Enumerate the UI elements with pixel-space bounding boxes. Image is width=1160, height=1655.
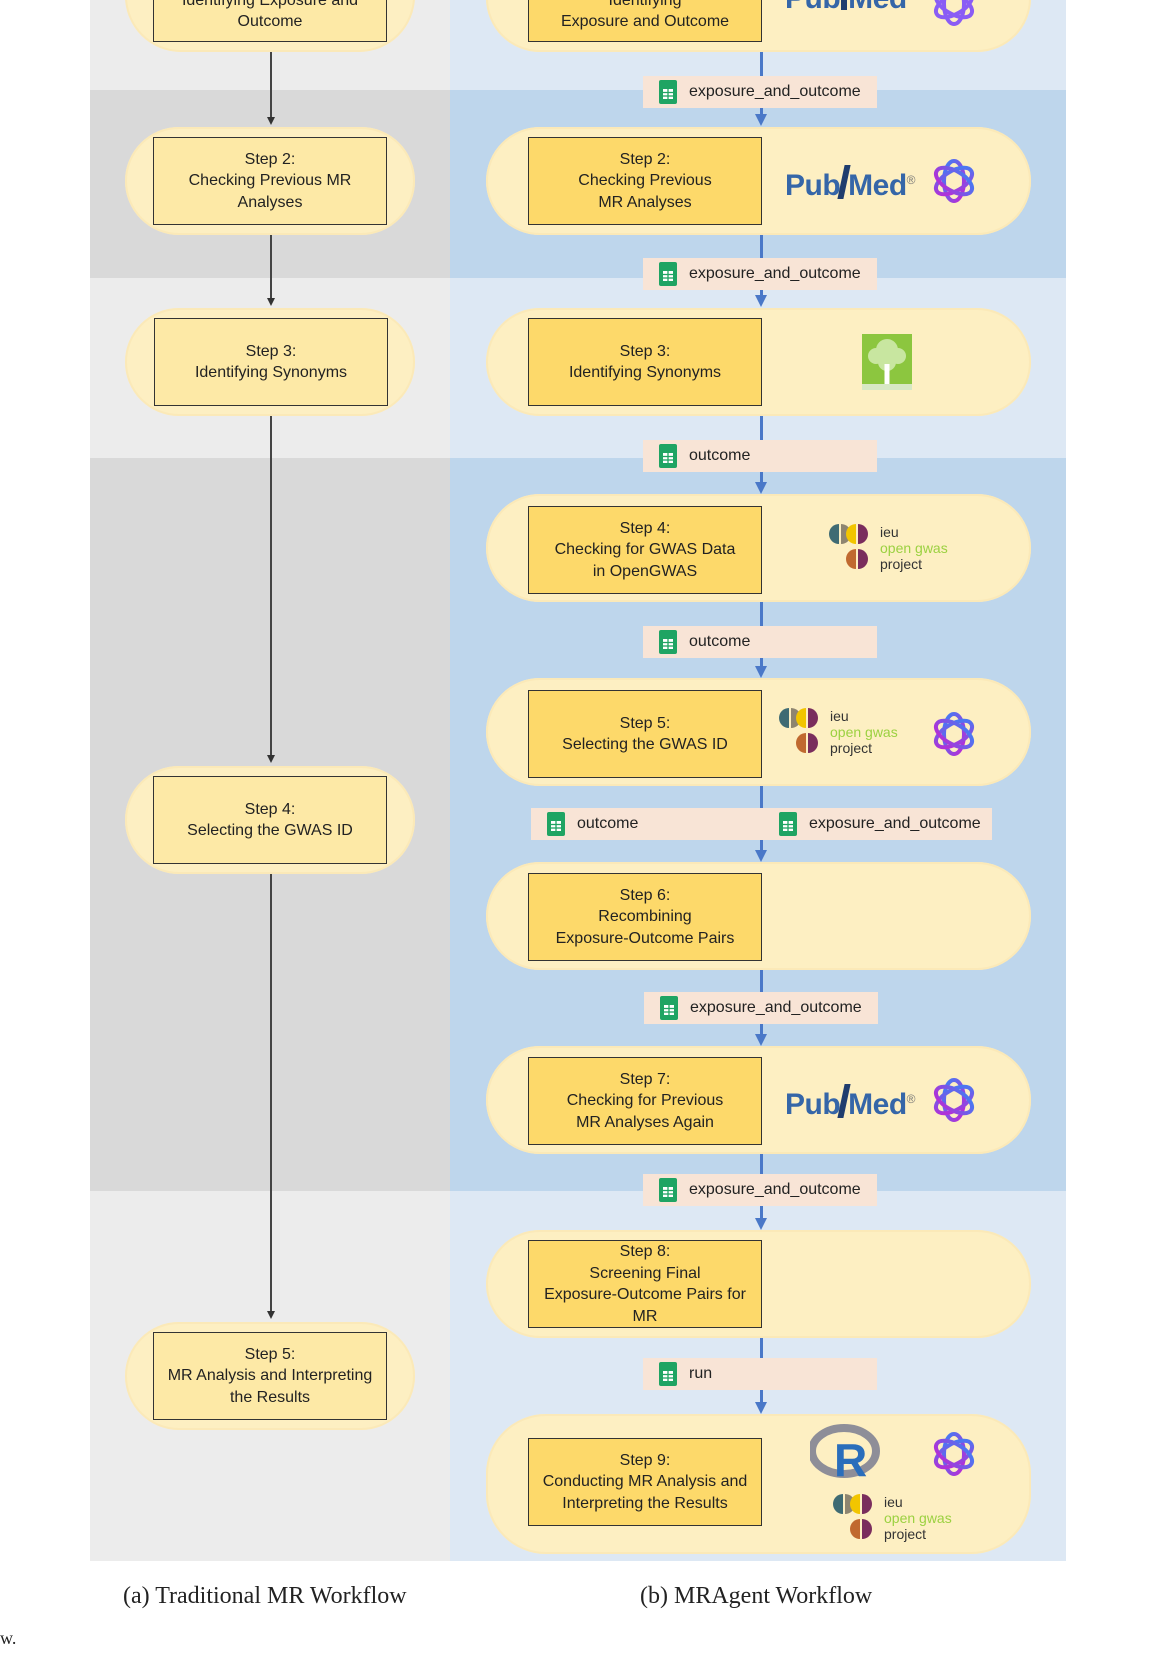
spreadsheet-icon bbox=[659, 1178, 677, 1202]
spreadsheet-icon bbox=[659, 630, 677, 654]
left-step-2-box: Step 2: Checking Previous MR Analyses bbox=[153, 137, 387, 225]
right-arrow-8-head bbox=[755, 1402, 767, 1414]
data-chip-9: run bbox=[643, 1358, 877, 1390]
left-arrow-1-head bbox=[267, 117, 275, 125]
data-chip-5: outcome bbox=[531, 808, 763, 840]
left-arrow-2-line bbox=[270, 235, 272, 299]
spreadsheet-icon bbox=[659, 80, 677, 104]
chip-label: outcome bbox=[577, 815, 639, 832]
right-step-9-box: Step 9: Conducting MR Analysis and Inter… bbox=[528, 1438, 762, 1526]
chip-label: outcome bbox=[689, 633, 751, 650]
tree-book-icon bbox=[862, 334, 912, 390]
right-arrow-2-head bbox=[755, 295, 767, 307]
right-arrow-7-head bbox=[755, 1218, 767, 1230]
ieu-opengwas-logo-icon bbox=[779, 708, 818, 753]
data-chip-6: exposure_and_outcome bbox=[763, 808, 992, 840]
data-chip-3: outcome bbox=[643, 440, 877, 472]
data-chip-1: exposure_and_outcome bbox=[643, 76, 877, 108]
left-arrow-1-line bbox=[270, 52, 272, 118]
left-arrow-3-head bbox=[267, 755, 275, 763]
spreadsheet-icon bbox=[547, 812, 565, 836]
right-step-3-box: Step 3: Identifying Synonyms bbox=[528, 318, 762, 406]
spreadsheet-icon bbox=[659, 1362, 677, 1386]
caption-traditional-workflow: (a) Traditional MR Workflow bbox=[123, 1583, 407, 1609]
right-arrow-1-head bbox=[755, 114, 767, 126]
right-step-2-box: Step 2: Checking Previous MR Analyses bbox=[528, 137, 762, 225]
r-letter: R bbox=[834, 1434, 867, 1482]
openai-icon bbox=[933, 712, 975, 756]
spreadsheet-icon bbox=[779, 812, 797, 836]
r-language-icon: R bbox=[810, 1424, 880, 1482]
pubmed-book-icon bbox=[841, 0, 848, 10]
right-step-6-box: Step 6: Recombining Exposure-Outcome Pai… bbox=[528, 873, 762, 961]
spreadsheet-icon bbox=[660, 996, 678, 1020]
chip-label: exposure_and_outcome bbox=[689, 265, 861, 282]
left-step-1-box: Identifying Exposure and Outcome bbox=[153, 0, 387, 42]
chip-label: run bbox=[689, 1365, 713, 1382]
ieu-opengwas-logo-icon bbox=[829, 524, 868, 569]
chip-label: exposure_and_outcome bbox=[689, 83, 861, 100]
right-step-1-box: Identifying Exposure and Outcome bbox=[528, 0, 762, 42]
left-arrow-4-head bbox=[267, 1311, 275, 1319]
chip-label: exposure_and_outcome bbox=[809, 815, 981, 832]
ieu-opengwas-text: ieu open gwas project bbox=[884, 1494, 952, 1542]
ieu-opengwas-text: ieu open gwas project bbox=[880, 524, 948, 572]
caption-mragent-workflow: (b) MRAgent Workflow bbox=[640, 1583, 873, 1609]
chip-label: outcome bbox=[689, 447, 751, 464]
left-arrow-3-line bbox=[270, 416, 272, 756]
openai-icon bbox=[933, 1432, 975, 1476]
left-arrow-2-head bbox=[267, 298, 275, 306]
right-arrow-4-head bbox=[755, 666, 767, 678]
openai-icon bbox=[933, 1078, 975, 1122]
left-step-5-box: Step 5: MR Analysis and Interpreting the… bbox=[153, 1332, 387, 1420]
chip-label: exposure_and_outcome bbox=[689, 1181, 861, 1198]
data-chip-7: exposure_and_outcome bbox=[644, 992, 878, 1024]
right-step-4-box: Step 4: Checking for GWAS Data in OpenGW… bbox=[528, 506, 762, 594]
spreadsheet-icon bbox=[659, 444, 677, 468]
right-arrow-3-head bbox=[755, 482, 767, 494]
left-step-4-box: Step 4: Selecting the GWAS ID bbox=[153, 776, 387, 864]
right-step-7-box: Step 7: Checking for Previous MR Analyse… bbox=[528, 1057, 762, 1145]
openai-icon bbox=[933, 159, 975, 203]
right-arrow-6-head bbox=[755, 1034, 767, 1046]
left-arrow-4-line bbox=[270, 874, 272, 1312]
ieu-opengwas-logo-icon bbox=[833, 1494, 872, 1539]
chip-label: exposure_and_outcome bbox=[690, 999, 862, 1016]
right-step-8-box: Step 8: Screening Final Exposure-Outcome… bbox=[528, 1240, 762, 1328]
ieu-opengwas-text: ieu open gwas project bbox=[830, 708, 898, 756]
margin-text-fragment: w. bbox=[0, 1628, 17, 1648]
right-step-5-box: Step 5: Selecting the GWAS ID bbox=[528, 690, 762, 778]
openai-icon bbox=[933, 0, 975, 26]
data-chip-2: exposure_and_outcome bbox=[643, 258, 877, 290]
spreadsheet-icon bbox=[659, 262, 677, 286]
data-chip-4: outcome bbox=[643, 626, 877, 658]
registered-mark: ® bbox=[906, 1092, 916, 1106]
right-arrow-5-head bbox=[755, 850, 767, 862]
left-step-3-box: Step 3: Identifying Synonyms bbox=[154, 318, 388, 406]
registered-mark: ® bbox=[906, 173, 916, 187]
data-chip-8: exposure_and_outcome bbox=[643, 1174, 877, 1206]
